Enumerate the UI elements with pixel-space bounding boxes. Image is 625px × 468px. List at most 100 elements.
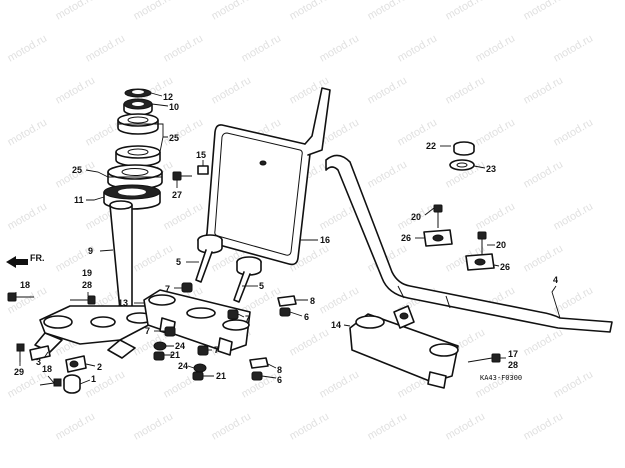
callout-2[interactable]: 2 bbox=[97, 362, 102, 372]
callout-7-b[interactable]: 7 bbox=[245, 314, 250, 324]
watermark-text: motod.ru bbox=[474, 200, 518, 232]
callout-16[interactable]: 16 bbox=[320, 235, 330, 245]
callout-8-bottom[interactable]: 8 bbox=[277, 365, 282, 375]
fork-bolt-part-5b[interactable] bbox=[233, 256, 262, 303]
callout-12[interactable]: 12 bbox=[163, 92, 173, 102]
callout-10[interactable]: 10 bbox=[169, 102, 179, 112]
callout-6-bottom[interactable]: 6 bbox=[277, 375, 282, 385]
callout-3[interactable]: 3 bbox=[36, 357, 41, 367]
callout-21-a[interactable]: 21 bbox=[170, 350, 180, 360]
callout-24-a[interactable]: 24 bbox=[175, 341, 185, 351]
nut-part-7a[interactable] bbox=[181, 282, 193, 293]
nut-part-21a[interactable] bbox=[153, 351, 165, 361]
handlebar-holder-upper-part-26b[interactable] bbox=[465, 253, 495, 271]
watermark-text: motod.ru bbox=[288, 410, 332, 442]
watermark-text: motod.ru bbox=[522, 326, 566, 358]
callout-7-d[interactable]: 7 bbox=[214, 345, 219, 355]
number-plate-part-16[interactable] bbox=[205, 87, 331, 266]
handlebar-holder-lower-part-13[interactable] bbox=[143, 289, 251, 356]
callout-5-right[interactable]: 5 bbox=[259, 281, 264, 291]
washer-part-23[interactable] bbox=[449, 159, 475, 171]
steering-stem-assembly bbox=[7, 88, 163, 394]
watermark-text: motod.ru bbox=[210, 410, 254, 442]
handlebar-holder-upper-part-26a[interactable] bbox=[423, 229, 453, 247]
bolt-part-27[interactable] bbox=[172, 171, 192, 181]
washer-part-24a[interactable] bbox=[153, 341, 167, 351]
callout-28-left[interactable]: 28 bbox=[82, 280, 92, 290]
stem-nut-part-10[interactable] bbox=[123, 98, 153, 116]
watermark-text: motod.ru bbox=[552, 368, 596, 400]
handlebar-part-4[interactable] bbox=[325, 154, 613, 333]
bolt-part-20b[interactable] bbox=[477, 231, 487, 254]
upper-bearing-part-25[interactable] bbox=[117, 113, 159, 135]
bearing-race-part-25[interactable] bbox=[115, 145, 161, 167]
callout-24-b[interactable]: 24 bbox=[178, 361, 188, 371]
steering-stem-part-9[interactable] bbox=[34, 200, 163, 359]
nut-part-7d[interactable] bbox=[197, 345, 209, 356]
callout-22[interactable]: 22 bbox=[426, 141, 436, 151]
diagram-code: KA43-F0300 bbox=[480, 374, 522, 382]
watermark-text: motod.ru bbox=[366, 158, 410, 190]
watermark-text: motod.ru bbox=[54, 0, 98, 23]
callout-4[interactable]: 4 bbox=[553, 275, 558, 285]
callout-6-top[interactable]: 6 bbox=[304, 312, 309, 322]
callout-26-left[interactable]: 26 bbox=[401, 233, 411, 243]
watermark-text: motod.ru bbox=[366, 0, 410, 23]
callout-26-right[interactable]: 26 bbox=[500, 262, 510, 272]
callout-19[interactable]: 19 bbox=[82, 268, 92, 278]
callout-25-lower[interactable]: 25 bbox=[72, 165, 82, 175]
nut-part-6b[interactable] bbox=[251, 371, 263, 381]
watermark-text: motod.ru bbox=[366, 74, 410, 106]
callout-20-right[interactable]: 20 bbox=[496, 240, 506, 250]
bolt-part-17[interactable] bbox=[467, 353, 501, 363]
watermark-text: motod.ru bbox=[396, 32, 440, 64]
collar-part-15[interactable] bbox=[197, 165, 209, 175]
callout-28-right[interactable]: 28 bbox=[508, 360, 518, 370]
lock-washer-part-12[interactable] bbox=[124, 88, 152, 98]
callout-7-a[interactable]: 7 bbox=[165, 284, 170, 294]
collar-part-1[interactable] bbox=[63, 374, 81, 394]
lower-bearing-part-25[interactable] bbox=[107, 164, 163, 190]
callout-11[interactable]: 11 bbox=[74, 195, 84, 205]
collar-part-8a[interactable] bbox=[277, 295, 297, 307]
leader-lines bbox=[15, 92, 561, 385]
watermark-text: motod.ru bbox=[522, 242, 566, 274]
cap-part-22[interactable] bbox=[453, 141, 475, 156]
callout-17[interactable]: 17 bbox=[508, 349, 518, 359]
callout-5-left[interactable]: 5 bbox=[176, 257, 181, 267]
callout-13[interactable]: 13 bbox=[118, 298, 128, 308]
top-bridge-part-14[interactable] bbox=[349, 305, 459, 389]
nut-part-7c[interactable] bbox=[164, 326, 176, 337]
front-direction-label: FR. bbox=[30, 253, 45, 263]
callout-8-top[interactable]: 8 bbox=[310, 296, 315, 306]
pinch-bolt-part-28[interactable] bbox=[70, 295, 96, 305]
bolt-part-20a[interactable] bbox=[433, 204, 443, 228]
callout-23[interactable]: 23 bbox=[486, 164, 496, 174]
callout-21-b[interactable]: 21 bbox=[216, 371, 226, 381]
callout-18-bottom[interactable]: 18 bbox=[42, 364, 52, 374]
callout-27[interactable]: 27 bbox=[172, 190, 182, 200]
callout-7-c[interactable]: 7 bbox=[145, 326, 150, 336]
callout-20-left[interactable]: 20 bbox=[411, 212, 421, 222]
clamp-part-2[interactable] bbox=[65, 355, 87, 373]
callout-25-upper[interactable]: 25 bbox=[169, 133, 179, 143]
nut-part-21b[interactable] bbox=[192, 371, 204, 381]
callout-29[interactable]: 29 bbox=[14, 367, 24, 377]
nut-part-6a[interactable] bbox=[279, 307, 291, 317]
bolt-part-29[interactable] bbox=[16, 343, 25, 362]
watermark-text: motod.ru bbox=[318, 32, 362, 64]
front-direction-arrow bbox=[6, 256, 28, 268]
callout-9[interactable]: 9 bbox=[88, 246, 93, 256]
nut-part-7b[interactable] bbox=[227, 309, 239, 320]
callout-1[interactable]: 1 bbox=[91, 374, 96, 384]
callout-18-top[interactable]: 18 bbox=[20, 280, 30, 290]
callout-15[interactable]: 15 bbox=[196, 150, 206, 160]
washer-part-24b[interactable] bbox=[193, 363, 207, 373]
watermark-text: motod.ru bbox=[318, 284, 362, 316]
callout-labels: 12 10 25 25 11 9 15 27 16 22 23 20 26 20… bbox=[14, 92, 558, 385]
callout-14[interactable]: 14 bbox=[331, 320, 341, 330]
collar-part-8b[interactable] bbox=[249, 357, 269, 369]
pinch-bolt-part-18[interactable] bbox=[7, 292, 34, 302]
fork-bolt-part-5a[interactable] bbox=[195, 234, 223, 283]
watermark-text: motod.ru bbox=[552, 32, 596, 64]
